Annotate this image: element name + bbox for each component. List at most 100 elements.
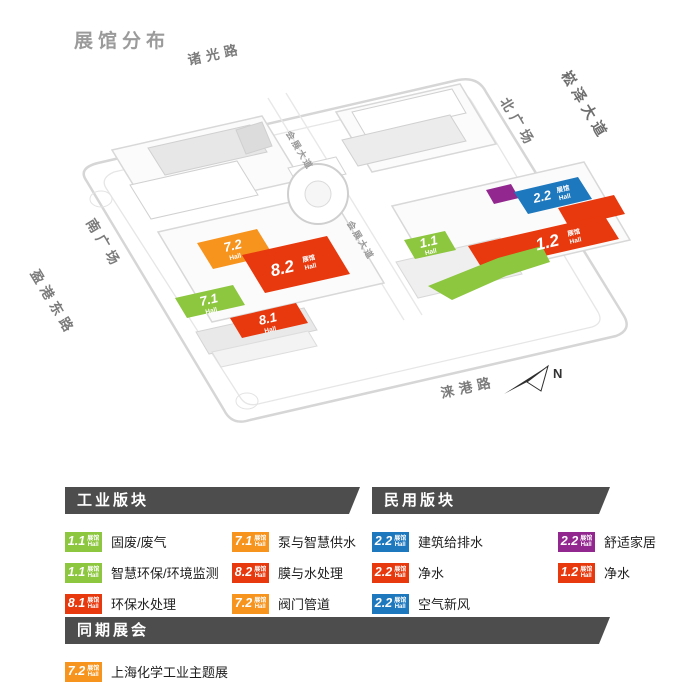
hall-sub-en: Hall	[87, 541, 99, 548]
hall-sub-cn: 展馆	[254, 597, 267, 604]
hall-label-7-1: 7.1 Hall	[198, 290, 219, 316]
hall-sub-en: Hall	[264, 325, 277, 335]
central-ring-inner	[304, 180, 332, 208]
compass-north-label: N	[553, 366, 562, 381]
hall-1-1-shape	[404, 231, 456, 259]
legend-item-text: 建筑给排水	[418, 535, 484, 550]
building-slab	[129, 160, 259, 220]
compass: N	[504, 364, 562, 394]
hall-sub-cn: 展馆	[87, 665, 100, 672]
building-slab	[211, 330, 318, 368]
hall-purple-shape	[486, 184, 519, 204]
hall-sub-cn: 展馆	[394, 535, 407, 542]
hall-number: 2.2	[374, 534, 393, 549]
legend-item-text: 净水	[418, 566, 445, 581]
hall-number: 1.1	[418, 232, 439, 251]
hall-sub-en: Hall	[558, 193, 571, 203]
legend-item-text: 环保水处理	[111, 597, 177, 612]
hall-number: 1.2	[560, 565, 579, 580]
road-label-songze: 崧泽大道	[557, 67, 613, 143]
hall-8-1-shape	[230, 303, 308, 338]
hall-number: 7.2	[67, 664, 86, 679]
hall-sub-en: Hall	[394, 541, 406, 548]
hall-label-8-2: 8.2 展馆 Hall	[269, 252, 318, 280]
hall-number: 7.2	[234, 596, 253, 611]
building-slab	[341, 114, 467, 167]
expo-avenue-road	[285, 92, 423, 316]
building-slab	[351, 88, 467, 137]
legend-item-text: 阀门管道	[278, 597, 331, 612]
hall-sub-en: Hall	[580, 572, 592, 579]
hall-number: 2.2	[531, 187, 554, 206]
hall-sub-cn: 展馆	[394, 566, 407, 573]
hall-sub-cn: 展馆	[580, 566, 593, 573]
hall-label-8-1: 8.1 Hall	[257, 309, 278, 335]
hall-sub-en: Hall	[87, 671, 99, 678]
hall-number: 2.2	[374, 596, 393, 611]
hall-number: 2.2	[560, 534, 579, 549]
section-header-industrial: 工业版块	[65, 487, 360, 514]
hall-number: 8.2	[269, 256, 297, 280]
hall-red-upper-shape	[558, 195, 625, 227]
hall-sub-en: Hall	[569, 236, 582, 246]
hall-sub-en: Hall	[254, 541, 266, 548]
hall-number: 1.2	[534, 230, 562, 254]
compass-needle-light	[526, 364, 549, 392]
hall-8-2-shape	[242, 236, 350, 293]
legend-item-text: 固废/废气	[111, 535, 167, 550]
hall-sub-en: Hall	[424, 247, 437, 257]
exhibition-map-svg: 7.2 Hall 8.2 展馆 Hall 7.1 Hall 8.1 Hall 1…	[27, 40, 632, 423]
hall-sub-en: Hall	[394, 603, 406, 610]
section-header-civil: 民用版块	[372, 487, 610, 514]
hall-7-1-shape	[175, 285, 245, 318]
page-title: 展馆分布	[74, 31, 171, 52]
hall-number: 1.1	[67, 565, 86, 580]
ramp-loop-south	[235, 392, 259, 410]
hall-number: 7.1	[198, 290, 219, 309]
hall-sub-cn: 展馆	[87, 566, 100, 573]
hall-sub-en: Hall	[205, 306, 218, 316]
hall-sub-en: Hall	[580, 541, 592, 548]
hall-label-1-1: 1.1 Hall	[418, 232, 439, 257]
hall-sub-cn: 展馆	[254, 566, 267, 573]
hall-sub-cn: 展馆	[254, 535, 267, 542]
hall-sub-cn: 展馆	[87, 535, 100, 542]
legend-item-text: 舒适家居	[604, 535, 657, 550]
hall-label-7-2: 7.2 Hall	[222, 236, 244, 262]
hall-sub-en: Hall	[229, 252, 242, 262]
road-label-laigang: 涞港路	[439, 373, 497, 401]
section-header-concurrent: 同期展会	[65, 617, 610, 644]
hall-sub-en: Hall	[87, 572, 99, 579]
